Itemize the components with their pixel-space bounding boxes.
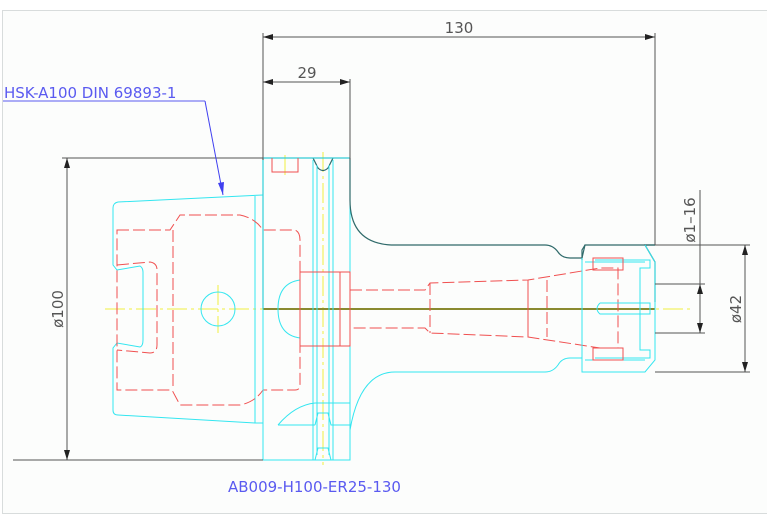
- dim-flange-length: 29: [297, 64, 316, 82]
- drive-hole: [200, 291, 236, 327]
- centerlines: [105, 152, 690, 465]
- dim-clamping-range: ø1–16: [681, 197, 699, 242]
- interface-leader: [3, 100, 224, 196]
- dim-flange-diameter: ø100: [49, 290, 67, 328]
- dim-overall-length: 130: [445, 19, 474, 37]
- flange: [262, 157, 351, 461]
- hsk-taper: [112, 194, 301, 424]
- collet-nut: [581, 244, 656, 373]
- shank: [349, 158, 655, 431]
- interface-label: HSK-A100 DIN 69893-1: [4, 84, 176, 102]
- dimension-lines: [13, 33, 750, 461]
- dim-nut-diameter: ø42: [727, 295, 745, 323]
- part-number-label: AB009-H100-ER25-130: [228, 478, 401, 496]
